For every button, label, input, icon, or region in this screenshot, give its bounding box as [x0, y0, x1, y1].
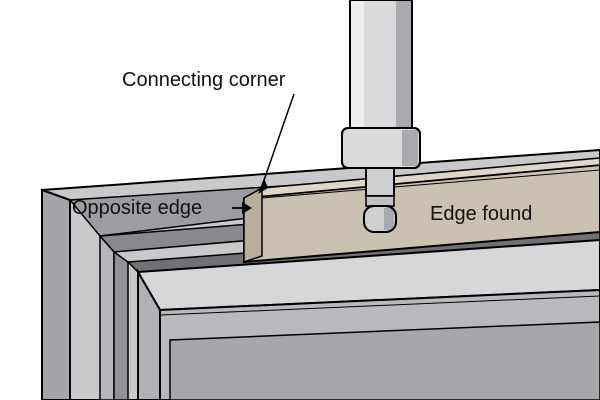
connecting-corner-leader — [258, 93, 295, 194]
connecting-corner-label: Connecting corner — [122, 69, 286, 91]
opposite-edge-arrow — [232, 202, 252, 214]
vice-front-jaw — [136, 238, 600, 400]
edge-found-label: Edge found — [430, 203, 533, 225]
opposite-edge-label: Opposite edge — [72, 197, 203, 219]
edge-finder-probe — [363, 167, 397, 233]
spindle — [341, 0, 421, 169]
workpiece — [243, 157, 600, 264]
